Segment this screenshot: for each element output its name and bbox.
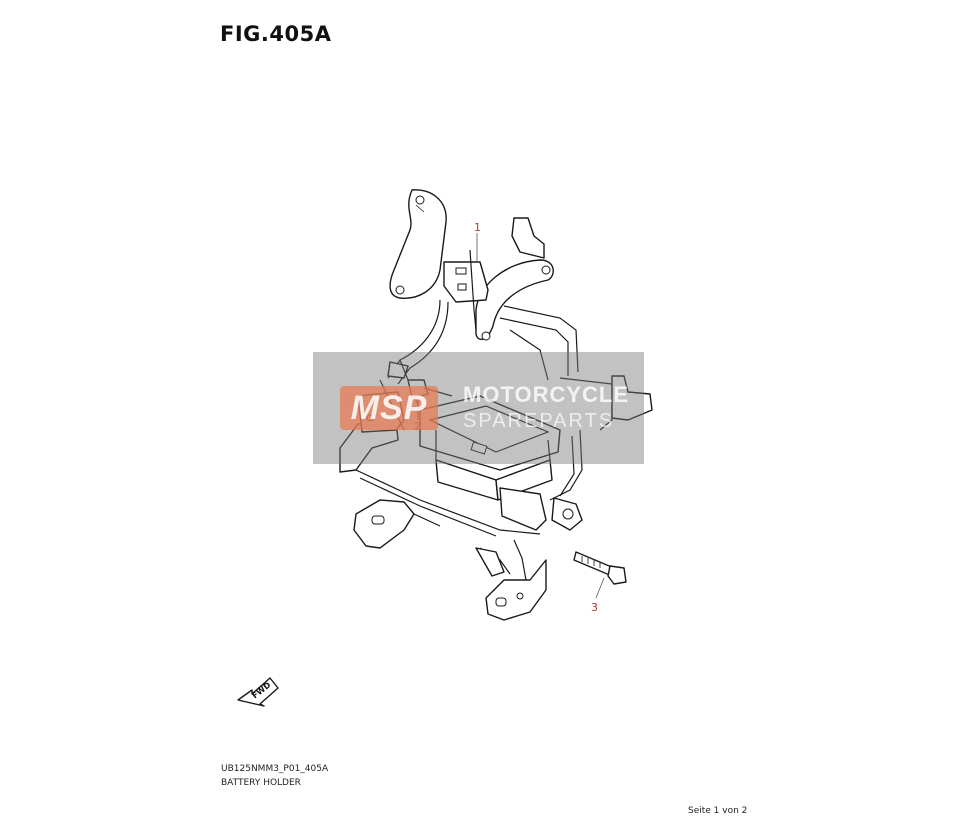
holder-frame — [387, 299, 653, 501]
lower-bracket-left — [353, 499, 441, 549]
leader-3 — [595, 577, 605, 599]
model-code: UB125NMM3_P01_405A — [221, 764, 329, 774]
page-indicator: Seite 1 von 2 — [688, 806, 748, 816]
callout-1: 1 — [474, 221, 481, 234]
callout-3: 3 — [591, 601, 598, 614]
watermark-logo: MSP — [340, 386, 438, 430]
figure-title: FIG.405A — [220, 22, 332, 46]
battery-strap-left — [389, 189, 447, 299]
bolt-part-3 — [573, 551, 627, 585]
battery-strap-right — [475, 259, 554, 341]
upper-bracket — [443, 217, 545, 331]
figure-caption: BATTERY HOLDER — [221, 778, 301, 788]
watermark-line2: SPAREPARTS — [463, 410, 615, 432]
watermark-line1: MOTORCYCLE — [463, 382, 630, 407]
forward-direction-arrow: FWD — [237, 677, 279, 707]
lower-bracket-right — [475, 539, 547, 621]
battery-tray — [419, 395, 583, 531]
